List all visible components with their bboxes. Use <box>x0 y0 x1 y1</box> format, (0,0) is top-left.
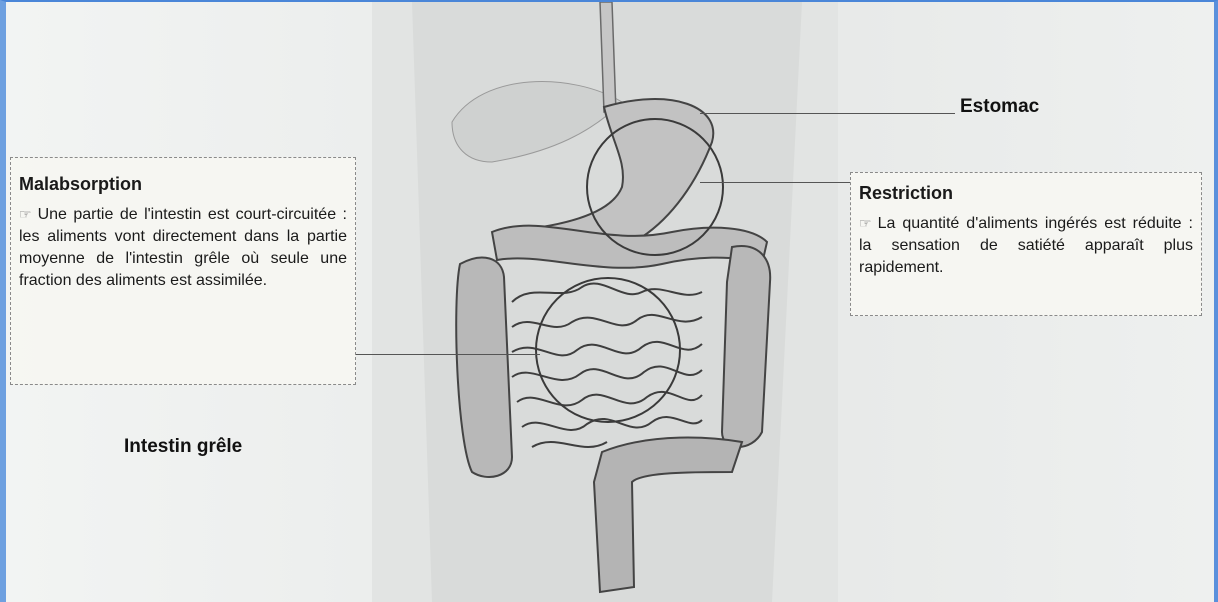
restriction-callout: Restriction ☞La quantité d'aliments ingé… <box>850 172 1202 316</box>
malabsorption-title: Malabsorption <box>19 174 347 195</box>
descending-colon <box>722 246 770 447</box>
malabsorption-callout: Malabsorption ☞Une partie de l'intestin … <box>10 157 356 385</box>
digestive-system-illustration <box>372 2 838 602</box>
malabsorption-text: ☞Une partie de l'intestin est court-circ… <box>19 203 347 292</box>
small-intestine-label: Intestin grêle <box>124 436 242 458</box>
restriction-leader-line <box>700 182 850 183</box>
malabsorption-body: Une partie de l'intestin est court-circu… <box>19 206 347 289</box>
malabsorption-leader-line <box>356 354 540 355</box>
pointing-hand-icon: ☞ <box>19 206 32 222</box>
pointing-hand-icon: ☞ <box>859 215 872 231</box>
ascending-colon <box>456 258 512 477</box>
restriction-body: La quantité d'aliments ingérés est rédui… <box>859 215 1193 276</box>
stomach-leader-line <box>700 113 955 114</box>
restriction-text: ☞La quantité d'aliments ingérés est rédu… <box>859 212 1193 279</box>
restriction-title: Restriction <box>859 183 1193 204</box>
stomach-label: Estomac <box>960 96 1039 118</box>
